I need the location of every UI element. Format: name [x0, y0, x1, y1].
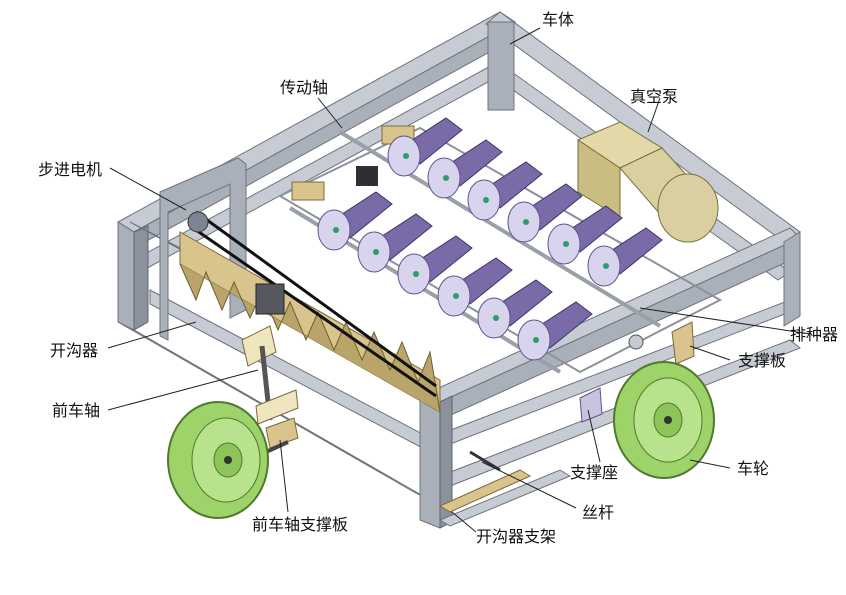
seed-meter-unit: [317, 191, 393, 251]
seed-meter-unit: [507, 183, 583, 243]
label-ditch-opener-bracket: 开沟器支架: [476, 527, 556, 546]
label-vacuum-pump: 真空泵: [630, 87, 678, 106]
label-drive-shaft: 传动轴: [280, 78, 328, 97]
seed-meter-array: [317, 117, 663, 361]
front-wheel: [167, 401, 269, 519]
seed-meter-unit: [397, 235, 473, 295]
label-stepper-motor: 步进电机: [38, 160, 102, 179]
label-front-axle: 前车轴: [52, 401, 100, 420]
seed-meter-unit: [467, 161, 543, 221]
label-lead-screw: 丝杆: [582, 503, 614, 522]
label-car-body: 车体: [542, 10, 574, 29]
callout-labels: 车体 传动轴 真空泵 步进电机 开沟器 前车轴 排种器 支撑板 支撑座 车轮 丝…: [38, 10, 838, 546]
label-support-seat: 支撑座: [570, 463, 618, 482]
label-seed-meter: 排种器: [790, 325, 838, 344]
support-seat: [579, 387, 603, 423]
ditch-opener: [179, 231, 441, 413]
drive-belt: [187, 210, 437, 398]
leader-lines: [107, 27, 811, 533]
seed-meter-unit: [437, 257, 513, 317]
vacuum-pump: [576, 121, 719, 243]
label-wheel: 车轮: [737, 459, 769, 478]
support-plate: [628, 321, 695, 365]
seed-meter-unit: [387, 117, 463, 177]
seed-meter-unit: [427, 139, 503, 199]
label-front-axle-support-plate: 前车轴支撑板: [252, 515, 348, 534]
label-ditch-opener: 开沟器: [50, 341, 98, 360]
seed-meter-unit: [517, 301, 593, 361]
seed-meter-unit: [547, 205, 623, 265]
seed-meter-unit: [587, 227, 663, 287]
rear-wheel: [613, 361, 715, 479]
ditch-opener-bracket: [438, 450, 532, 513]
label-support-plate: 支撑板: [738, 351, 786, 370]
seed-meter-unit: [477, 279, 553, 339]
seed-meter-unit: [357, 213, 433, 273]
